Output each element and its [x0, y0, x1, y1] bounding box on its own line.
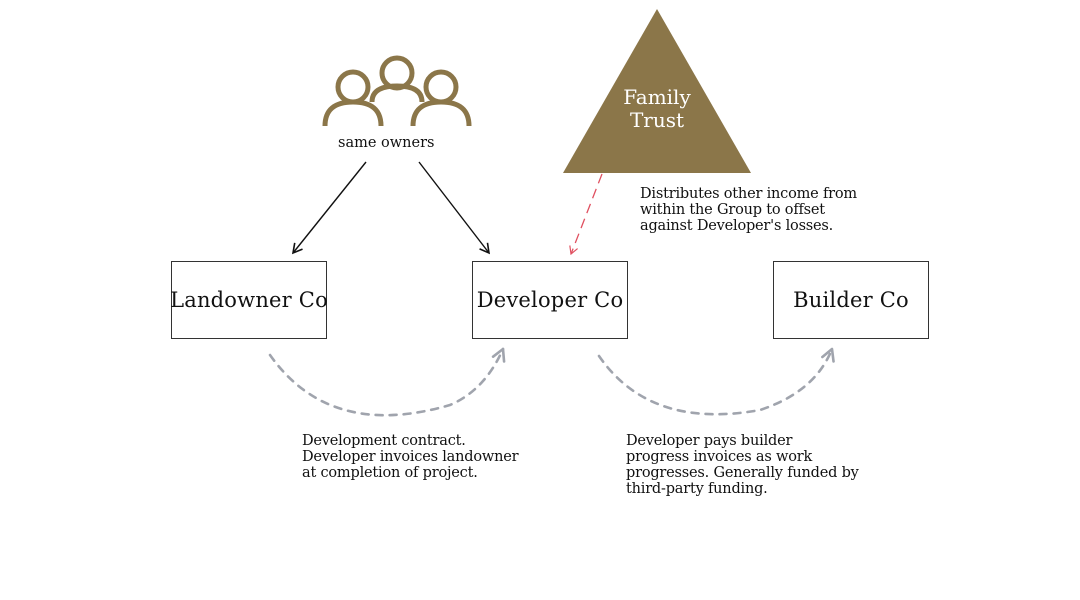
- developer-co-label: Developer Co: [476, 288, 624, 312]
- landowner-to-developer-flow: [268, 347, 506, 417]
- builder-payment-note: Developer pays builder progress invoices…: [626, 433, 859, 497]
- owner-to-developer-arrow: [418, 161, 491, 255]
- development-contract-note: Development contract. Developer invoices…: [302, 433, 519, 481]
- note-line: Distributes other income from: [640, 186, 857, 202]
- note-line: third-party funding.: [626, 481, 768, 497]
- note-line: against Developer's losses.: [640, 218, 834, 234]
- developer-to-builder-flow: [597, 347, 835, 416]
- landowner-co-box: Landowner Co: [170, 261, 328, 339]
- note-line: Developer pays builder: [626, 433, 793, 449]
- family-trust-triangle: [563, 9, 751, 173]
- note-line: progresses. Generally funded by: [626, 465, 859, 481]
- note-line: at completion of project.: [302, 465, 478, 481]
- builder-co-box: Builder Co: [773, 261, 929, 339]
- people-group-icon: [322, 55, 472, 127]
- landowner-co-label: Landowner Co: [170, 288, 328, 312]
- builder-co-label: Builder Co: [793, 288, 909, 312]
- family-trust-line-1: Family: [623, 85, 691, 109]
- trust-distribution-arrow: [569, 173, 603, 256]
- note-line: Development contract.: [302, 433, 466, 449]
- developer-co-box: Developer Co: [472, 261, 628, 339]
- owners-label: same owners: [338, 135, 435, 151]
- note-line: within the Group to offset: [640, 202, 825, 218]
- owner-to-landowner-arrow: [291, 161, 367, 255]
- family-trust-line-2: Trust: [629, 108, 685, 132]
- note-line: Developer invoices landowner: [302, 449, 519, 465]
- family-trust-label: Family Trust: [597, 86, 717, 132]
- note-line: progress invoices as work: [626, 449, 813, 465]
- trust-distribution-note: Distributes other income from within the…: [640, 186, 857, 234]
